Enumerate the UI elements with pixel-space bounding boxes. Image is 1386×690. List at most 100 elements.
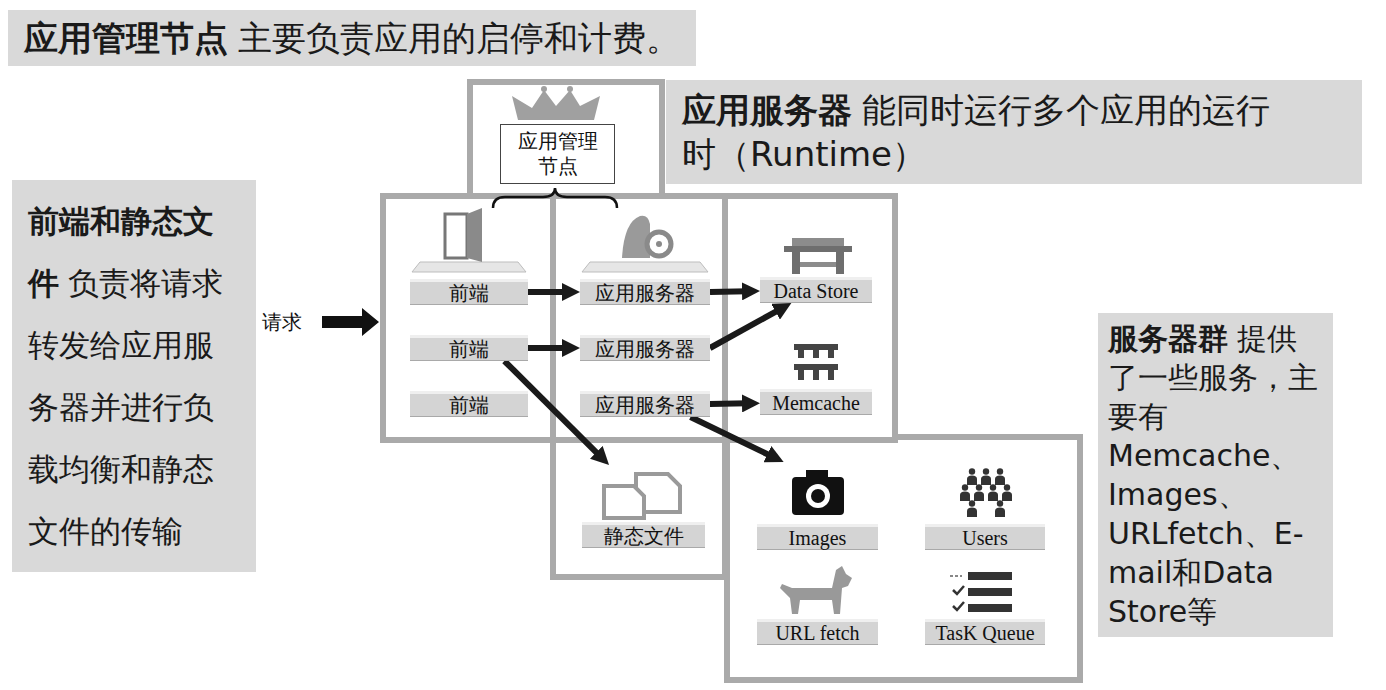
server-slab: 前端 (410, 335, 528, 361)
flow-arrow (710, 288, 748, 295)
platforms (412, 262, 708, 272)
camera-icon (811, 489, 825, 503)
callout-box: 应用管理节点主要负责应用的启停和计费。 (8, 10, 696, 66)
crown-icon (541, 86, 547, 92)
flow-arrow (528, 289, 568, 295)
datastore-icon (784, 246, 852, 252)
bracket (493, 188, 617, 208)
component-label: TasK Queue (925, 619, 1045, 645)
memcache-icon (794, 344, 838, 380)
management-frame (470, 82, 662, 196)
component-label: Memcache (760, 389, 872, 415)
static-panel (553, 440, 725, 577)
component-label: 前端 (410, 391, 528, 417)
task-queue-icon (968, 588, 1012, 596)
service-card: Data Store (760, 228, 872, 303)
flow-arrow (528, 345, 568, 351)
callout-heading: 应用服务器 (682, 90, 852, 130)
callout-text: 提供了一些服务，主要有Memcache、Images、URLfetch、E-ma… (1108, 321, 1318, 629)
server-slab: 前端 (410, 391, 528, 417)
task-queue-icon (968, 572, 1012, 580)
datastore-icon (792, 252, 800, 274)
datastore-icon (836, 252, 844, 274)
component-label: 应用服务器 (580, 279, 710, 305)
users-icon (995, 468, 1005, 485)
request-arrow (322, 308, 379, 336)
dog-icon (780, 566, 852, 614)
component-label: Users (925, 524, 1045, 550)
component-label: 静态文件 (582, 522, 705, 548)
component-label: Data Store (760, 277, 872, 303)
camera-icon (806, 484, 830, 508)
callout-heading: 服务器群 (1108, 321, 1228, 356)
door-icon (467, 208, 482, 262)
service-card: Images (757, 462, 878, 550)
callout-box: 前端和静态文件负责将请求转发给应用服务器并进行负载均衡和静态文件的传输 (12, 180, 256, 572)
folder-icon (604, 486, 644, 518)
app-server-panel (553, 196, 725, 440)
data-panel (725, 196, 895, 440)
service-card: URL fetch (757, 560, 878, 645)
users-icon (974, 484, 984, 501)
users-icon (960, 484, 970, 501)
flow-arrow (710, 400, 748, 407)
camera-icon (792, 470, 844, 515)
service-card: 静态文件 (582, 465, 705, 548)
users-icon (995, 500, 1005, 517)
memcache-icon (794, 344, 838, 350)
platform (412, 262, 526, 272)
component-label: Images (757, 524, 878, 550)
users-icon (1002, 484, 1012, 501)
flow-arrow (710, 309, 781, 348)
server-icon (656, 241, 662, 247)
folder-icon (604, 474, 680, 518)
memcache-icon (798, 350, 804, 358)
door-icon (445, 214, 467, 258)
memcache-icon (813, 350, 819, 358)
frontend-panel (383, 196, 553, 440)
callout-heading: 应用管理节点 (24, 18, 228, 58)
crown-icon (567, 86, 573, 92)
door-icon (445, 208, 482, 262)
server-slab: 应用服务器 (580, 279, 710, 305)
callout-text: 主要负责应用的启停和计费。 (238, 18, 680, 58)
task-queue-icon (950, 575, 962, 577)
server-icon (647, 232, 671, 256)
service-card: Users (925, 462, 1045, 550)
management-node-box: 应用管理 节点 (500, 124, 615, 184)
datastore-icon (784, 238, 852, 274)
task-queue-icon (950, 572, 1012, 612)
component-label: 应用服务器 (580, 391, 710, 417)
task-queue-icon (953, 602, 964, 610)
component-label: 应用服务器 (580, 335, 710, 361)
service-card: Memcache (760, 336, 872, 415)
task-queue-icon (953, 586, 964, 594)
callout-text: 负责将请求转发给应用服务器并进行负载均衡和静态文件的传输 (28, 265, 223, 549)
memcache-icon (798, 370, 804, 380)
service-card: TasK Queue (925, 560, 1045, 645)
callout-box: 应用服务器能同时运行多个应用的运行时（Runtime） (666, 80, 1362, 184)
platform (582, 262, 708, 272)
flow-arrow (691, 417, 773, 457)
component-label: 前端 (410, 335, 528, 361)
memcache-icon (813, 370, 819, 380)
datastore-icon (792, 238, 844, 246)
users-icon (967, 468, 977, 485)
users-icon (967, 500, 977, 517)
component-label: URL fetch (757, 619, 878, 645)
request-label: 请求 (262, 309, 302, 335)
memcache-icon (828, 370, 834, 380)
crown-icon (512, 86, 600, 120)
users-icon (988, 484, 998, 501)
datastore-icon (800, 262, 836, 267)
services-panel (727, 437, 1080, 680)
component-label: 前端 (410, 279, 528, 305)
memcache-icon (794, 364, 838, 370)
task-queue-icon (968, 604, 1012, 612)
camera-icon (792, 477, 844, 515)
memcache-icon (828, 350, 834, 358)
callout-box: 服务器群提供了一些服务，主要有Memcache、Images、URLfetch、… (1098, 313, 1333, 637)
server-slab: 应用服务器 (580, 335, 710, 361)
server-slab: 应用服务器 (580, 391, 710, 417)
